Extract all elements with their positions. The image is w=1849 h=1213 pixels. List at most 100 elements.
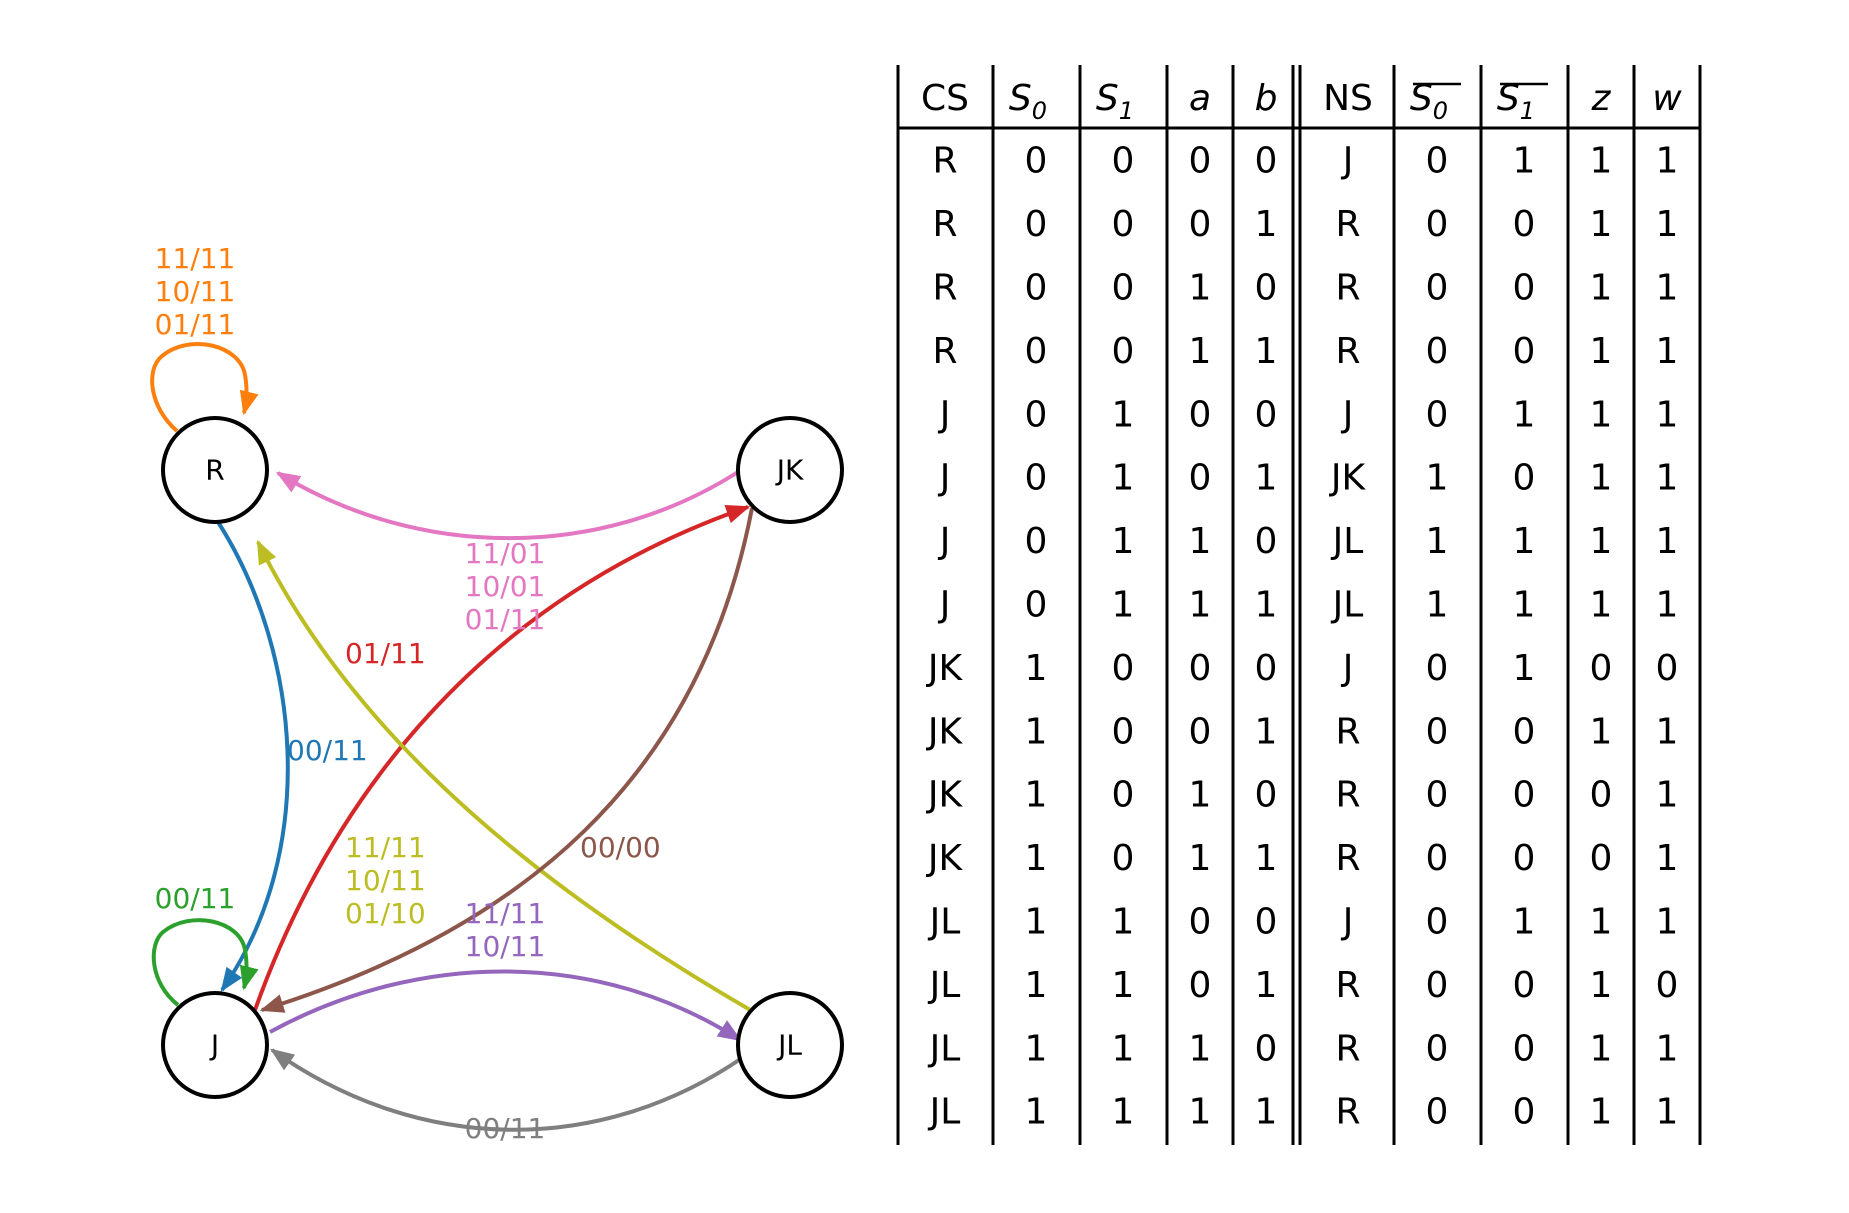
- table-cell: 1: [1426, 521, 1449, 562]
- table-cell: 0: [1112, 141, 1135, 182]
- table-cell: 1: [1025, 775, 1048, 816]
- table-cell: 1: [1513, 648, 1536, 689]
- table-cell: 0: [1513, 204, 1536, 245]
- table-cell: 1: [1189, 1092, 1212, 1133]
- table-header-text: CS: [921, 78, 969, 119]
- table-cell: 0: [1112, 331, 1135, 372]
- table-cell: 1: [1112, 585, 1135, 626]
- table-cell: 1: [1590, 394, 1613, 435]
- edge-label-line: 00/11: [155, 882, 236, 915]
- table-header-7: S1: [1497, 78, 1535, 125]
- table-cell: 1: [1112, 965, 1135, 1006]
- table-header-text: z: [1591, 78, 1612, 119]
- table-cell: 0: [1426, 711, 1449, 752]
- table-cell: 0: [1189, 141, 1212, 182]
- table-cell: 0: [1025, 521, 1048, 562]
- edge-label-line: 01/11: [465, 603, 546, 636]
- table-cell: 0: [1426, 1028, 1449, 1069]
- table-cell: JK: [926, 775, 964, 816]
- table-cell: 0: [1112, 204, 1135, 245]
- edge-jk-j: [259, 507, 754, 1013]
- table-cell: 0: [1513, 268, 1536, 309]
- table-header-text: b: [1255, 78, 1278, 119]
- edge-r-j: [216, 520, 290, 992]
- edge-label-jl-j: 00/11: [465, 1112, 546, 1145]
- table-cell: J: [1341, 648, 1354, 689]
- table-header-text: S: [1497, 78, 1520, 119]
- table-cell: 0: [1255, 141, 1278, 182]
- table-cell: JL: [928, 1092, 961, 1133]
- table-cell: 1: [1513, 521, 1536, 562]
- state-node-jk: JK: [736, 416, 844, 524]
- table-cell: 1: [1513, 902, 1536, 943]
- table-cell: 0: [1189, 204, 1212, 245]
- edge-label-line: 10/11: [345, 864, 426, 897]
- table-cell: JL: [928, 965, 961, 1006]
- table-cell: 0: [1426, 965, 1449, 1006]
- table-header-1: S0: [1009, 78, 1047, 125]
- table-cell: 1: [1656, 268, 1679, 309]
- state-node-circle: [736, 416, 844, 524]
- table-cell: 0: [1025, 268, 1048, 309]
- table-cell: 0: [1426, 268, 1449, 309]
- table-header-8: z: [1591, 78, 1612, 119]
- table-header-subscript: 0: [1032, 97, 1047, 125]
- table-cell: 1: [1590, 268, 1613, 309]
- table-cell: 0: [1255, 521, 1278, 562]
- table-header-text: NS: [1323, 78, 1373, 119]
- table-header-text: a: [1189, 78, 1211, 119]
- table-cell: J: [1341, 141, 1354, 182]
- table-cell: 1: [1513, 141, 1536, 182]
- table-cell: 0: [1590, 648, 1613, 689]
- table-cell: 1: [1656, 458, 1679, 499]
- table-header-0: CS: [921, 78, 969, 119]
- table-cell: 0: [1426, 141, 1449, 182]
- table-header-subscript: 0: [1433, 97, 1448, 125]
- table-cell: 1: [1590, 902, 1613, 943]
- table-cell: JK: [1329, 458, 1367, 499]
- table-cell: 0: [1189, 648, 1212, 689]
- edges-layer: [150, 341, 754, 1132]
- table-header-9: w: [1652, 78, 1682, 119]
- table-cell: 0: [1255, 775, 1278, 816]
- table-cell: 0: [1255, 1028, 1278, 1069]
- table-cell: 1: [1189, 838, 1212, 879]
- state-node-label: J: [209, 1029, 219, 1062]
- table-header-4: b: [1255, 78, 1278, 119]
- table-cell: 1: [1189, 1028, 1212, 1069]
- table-cell: 1: [1255, 585, 1278, 626]
- table-cell: JK: [926, 711, 964, 752]
- table-cell: 0: [1426, 902, 1449, 943]
- table-cell: 0: [1426, 648, 1449, 689]
- table-cell: R: [932, 204, 957, 245]
- table-cell: R: [1335, 838, 1360, 879]
- table-cell: J: [938, 585, 951, 626]
- table-cell: 0: [1025, 331, 1048, 372]
- table-cell: 1: [1656, 585, 1679, 626]
- state-node-label: JK: [775, 454, 804, 487]
- table-cell: R: [1335, 204, 1360, 245]
- table-cell: 1: [1656, 331, 1679, 372]
- table-cell: J: [1341, 394, 1354, 435]
- state-node-jl: JL: [736, 991, 844, 1099]
- table-cell: 1: [1656, 141, 1679, 182]
- state-node-r: R: [161, 416, 269, 524]
- table-cell: 1: [1590, 1092, 1613, 1133]
- table-cell: 1: [1025, 711, 1048, 752]
- table-header-text: S: [1096, 78, 1119, 119]
- table-cell: JL: [928, 1028, 961, 1069]
- edge-jl-r: [256, 539, 754, 1013]
- table-cell: 1: [1189, 775, 1212, 816]
- table-cell: R: [932, 268, 957, 309]
- table-cell: 0: [1255, 648, 1278, 689]
- table-cell: 0: [1656, 648, 1679, 689]
- edge-label-line: 00/11: [287, 734, 368, 767]
- table-cell: 0: [1025, 458, 1048, 499]
- edge-label-line: 11/11: [155, 242, 236, 275]
- edge-label-j-jk: 01/11: [345, 637, 426, 670]
- edge-label-line: 10/01: [465, 570, 546, 603]
